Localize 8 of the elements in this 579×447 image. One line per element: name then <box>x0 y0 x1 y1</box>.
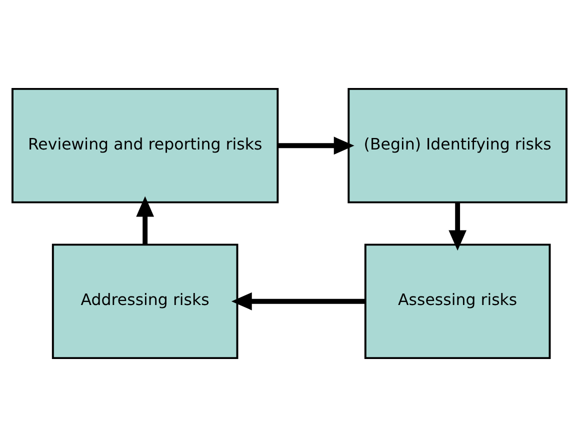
node-box: (Begin) Identifying risks <box>348 88 568 204</box>
node-box: Addressing risks <box>52 244 238 360</box>
arrow <box>136 196 154 244</box>
arrow <box>278 136 354 155</box>
node-box: Assessing risks <box>364 244 551 360</box>
node-box: Reviewing and reporting risks <box>12 88 279 204</box>
arrow <box>448 202 467 251</box>
arrow <box>231 292 366 310</box>
